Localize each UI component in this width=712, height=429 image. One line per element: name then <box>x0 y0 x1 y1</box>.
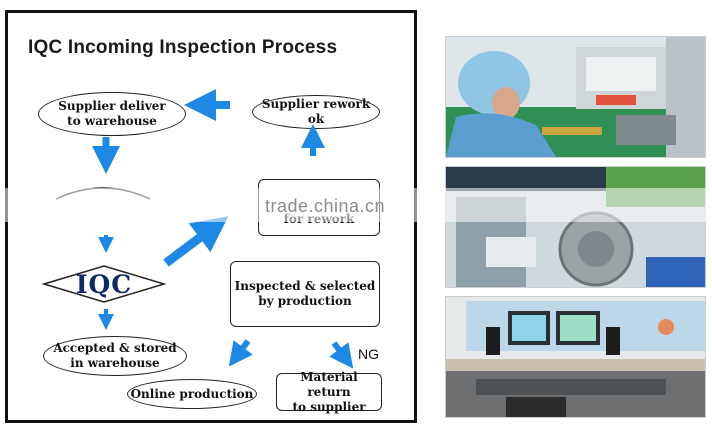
node-inspected-selected: Inspected & selected by production <box>230 261 380 327</box>
photo-lab-workstation <box>445 296 706 418</box>
flow-arrows <box>92 89 354 369</box>
arrow-iqc-to-rework <box>163 216 229 267</box>
node-accepted-stored: Accepted & stored in warehouse <box>43 336 187 376</box>
photo-inspection-equipment <box>445 166 706 288</box>
node-online-production: Online production <box>127 379 257 409</box>
photo-worker-cleanroom <box>445 36 706 158</box>
node-supplier-rework: Supplier rework ok <box>252 95 380 129</box>
node-supplier-deliver: Supplier deliver to warehouse <box>38 92 186 136</box>
ng-label: NG <box>358 346 379 362</box>
diagram-title: IQC Incoming Inspection Process <box>28 37 338 58</box>
node-material-return: Material return to supplier <box>276 370 382 414</box>
photo-worker-cleanroom-illustration <box>446 37 705 157</box>
node-iqc: IQC <box>75 269 133 299</box>
arrow-to-online-production <box>228 339 253 367</box>
photo-inspection-equipment-illustration <box>446 167 705 287</box>
watermark-band <box>0 188 712 222</box>
iqc-diamond-shape <box>41 265 167 303</box>
arrow-to-material-return <box>329 341 354 369</box>
watermark-text: trade.china.cn <box>265 196 386 216</box>
photo-lab-workstation-illustration <box>446 297 705 417</box>
